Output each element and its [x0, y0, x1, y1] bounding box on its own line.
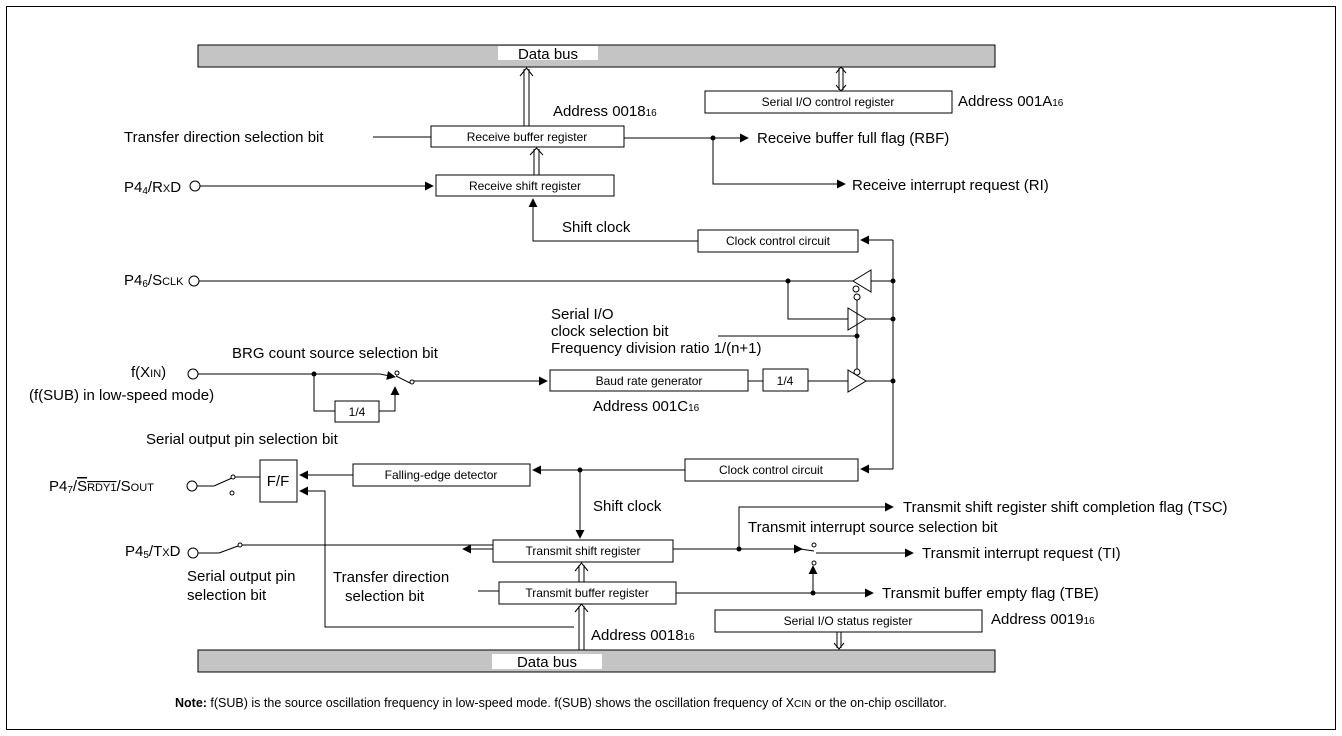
frequency-division-ratio-label: Frequency division ratio 1/(n+1)	[551, 340, 762, 357]
serial-io-control-register-label: Serial I/O control register	[762, 95, 895, 109]
clock-control-circuit-upper-label: Clock control circuit	[726, 234, 831, 248]
pin-sout	[186, 480, 198, 492]
pin-sclk-label: P46/SCLK	[124, 272, 184, 290]
receive-buffer-full-flag-label: Receive buffer full flag (RBF)	[757, 130, 949, 147]
tsc-flag-label: Transmit shift register shift completion…	[903, 499, 1228, 516]
pin-txd-label: P45/TXD	[125, 543, 181, 561]
shift-to-buffer-arrow	[529, 147, 544, 175]
serial-output-pin-sel-2-label-a: Serial output pin	[187, 568, 295, 585]
receive-shift-register	[435, 174, 615, 197]
divider-one-quarter-b-label: 1/4	[777, 374, 794, 388]
address-control-register: Address 001A16	[958, 93, 1064, 110]
data-bus-top-label: Data bus	[518, 46, 578, 63]
brg-switch-select	[379, 370, 396, 380]
divider-one-quarter-a-label: 1/4	[349, 405, 366, 419]
bus-to-buffer-arrow	[574, 603, 589, 650]
address-transmit-buffer: Address 001816	[591, 627, 695, 644]
note-text: Note: f(SUB) is the source oscillation f…	[175, 696, 947, 710]
shift-clock-rx-label: Shift clock	[562, 219, 631, 236]
sout-switch-contact-b	[229, 490, 235, 496]
buffer-to-shift-arrow	[574, 562, 589, 582]
serial-io-control-register	[704, 90, 953, 114]
pin-xin-label: f(XIN)	[131, 364, 166, 381]
sout-switch-contact-a	[230, 474, 236, 480]
pin-sout-label: P47/SRDY1/SOUT	[49, 478, 154, 496]
pin-rxd-label: P44/RXD	[124, 179, 181, 197]
serial-output-pin-sel-2-label-b: selection bit	[187, 587, 267, 604]
ri-arrow	[712, 138, 846, 189]
pin-sclk	[188, 275, 200, 287]
baud-rate-generator-label: Baud rate generator	[596, 374, 703, 388]
clock-sel-bubble-top	[853, 293, 861, 301]
brg-switch-contact-a	[394, 370, 400, 376]
data-bus-bottom-label: Data bus	[517, 654, 577, 671]
serial-io-clock-sel-label-1: Serial I/O	[551, 306, 614, 323]
address-receive-buffer: Address 001816	[553, 103, 657, 120]
sclk-input-line	[787, 281, 848, 320]
data-bus-top-label-bg	[498, 46, 598, 60]
falling-edge-detector-label: Falling-edge detector	[385, 468, 498, 482]
divider-a-input	[313, 374, 335, 412]
divider-a-output	[379, 386, 400, 412]
clock-sel-junction	[854, 333, 860, 339]
serial-io-clock-sel-label-2: clock selection bit	[551, 323, 669, 340]
sout-switch-blade	[213, 477, 233, 487]
xin-note-label: (f(SUB) in low-speed mode)	[29, 387, 214, 404]
receive-shift-register-label: Receive shift register	[469, 179, 581, 193]
address-baud-rate: Address 001C16	[593, 398, 700, 415]
diagram-frame	[6, 6, 1336, 730]
receive-buffer-register-label: Receive buffer register	[467, 130, 588, 144]
transfer-direction-tx-label-2: selection bit	[345, 588, 425, 605]
clock-control-circuit-lower-label: Clock control circuit	[719, 463, 824, 477]
ti-switch-contact-b	[811, 560, 817, 566]
transmit-buffer-register-label: Transmit buffer register	[525, 586, 648, 600]
ti-switch-contact-a	[811, 542, 817, 548]
flip-flop	[259, 459, 298, 503]
tbe-flag-label: Transmit buffer empty flag (TBE)	[882, 585, 1099, 602]
txd-switch-contact	[237, 542, 243, 548]
tx-interrupt-source-label: Transmit interrupt source selection bit	[748, 519, 998, 536]
address-status-register: Address 001916	[991, 611, 1095, 628]
pin-txd	[187, 547, 199, 559]
transmit-shift-register-label: Transmit shift register	[526, 544, 641, 558]
control-register-bus-link	[835, 66, 847, 92]
sclk-output-enable	[852, 285, 860, 293]
data-bus-bottom-label-bg	[492, 654, 602, 669]
brg-switch-blade	[395, 375, 411, 384]
transfer-direction-rx-label: Transfer direction selection bit	[124, 129, 324, 146]
serial-io-status-register-label: Serial I/O status register	[784, 614, 913, 628]
receive-interrupt-request-label: Receive interrupt request (RI)	[852, 177, 1049, 194]
tbe-junction	[810, 590, 816, 596]
brg-count-source-label: BRG count source selection bit	[232, 345, 439, 362]
serial-output-pin-sel-label: Serial output pin selection bit	[146, 431, 339, 448]
transfer-direction-tx-label-1: Transfer direction	[333, 569, 449, 586]
pin-xin	[187, 368, 199, 380]
receive-buffer-to-bus-arrow	[519, 67, 534, 126]
ff-feedback-arrow	[299, 486, 574, 628]
tx-interrupt-request-label: Transmit interrupt request (TI)	[922, 545, 1121, 562]
txd-switch-blade	[218, 545, 239, 554]
pin-rxd	[189, 180, 201, 192]
tsc-arrow	[673, 502, 894, 550]
divider-one-quarter-b	[762, 368, 809, 392]
shift-clock-tx-label: Shift clock	[593, 498, 662, 515]
serial-io-status-register	[714, 609, 983, 633]
brg-switch-contact-b	[409, 379, 415, 385]
ti-switch-blade	[799, 548, 815, 552]
status-to-bus-arrow	[833, 632, 845, 650]
brg-clock-buffer	[847, 369, 867, 393]
transmit-shift-register	[492, 539, 674, 563]
rx-shift-clock-arrow	[528, 198, 698, 242]
flip-flop-label: F/F	[267, 473, 290, 490]
